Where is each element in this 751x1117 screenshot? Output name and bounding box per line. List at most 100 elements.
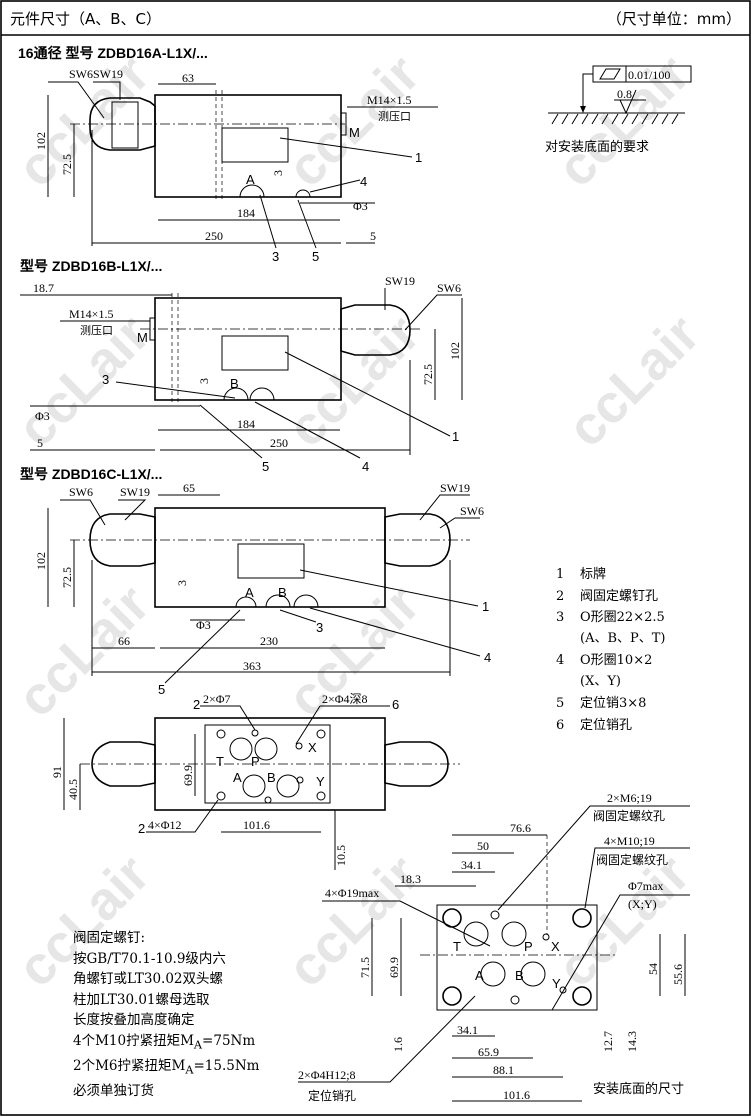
svg-text:4×M10;19: 4×M10;19 [604,834,655,848]
svg-text:3: 3 [175,580,189,586]
svg-text:B: B [267,770,276,785]
svg-text:1: 1 [415,150,422,165]
svg-text:1: 1 [452,429,459,444]
svg-text:Φ7max: Φ7max [628,879,663,893]
svg-text:12.7: 12.7 [601,1031,615,1052]
svg-text:18.3: 18.3 [400,872,421,886]
notes-line: 柱加LT30.01螺母选取 [73,991,210,1008]
notes-line: 4个M10拧紧扭矩MA=75Nm [73,1032,256,1052]
svg-text:M: M [137,330,148,345]
svg-text:M: M [349,125,360,140]
svg-text:5: 5 [37,436,43,450]
svg-text:2×Φ4深8: 2×Φ4深8 [322,692,368,706]
svg-text:标牌: 标牌 [580,566,606,582]
svg-text:5: 5 [312,249,319,264]
svg-text:102: 102 [34,132,48,150]
svg-text:T: T [453,939,461,954]
notes-line: 必须单独订货 [73,1082,154,1099]
section-c-title: 型号 ZDBD16C-L1X/... [20,466,162,482]
svg-text:(A、B、P、T): (A、B、P、T) [580,631,666,646]
svg-text:阀固定螺纹孔: 阀固定螺纹孔 [596,852,668,867]
svg-text:1: 1 [556,567,564,582]
svg-text:对安装底面的要求: 对安装底面的要求 [545,139,649,155]
svg-text:0.01/100: 0.01/100 [628,68,670,82]
svg-text:A: A [245,585,254,600]
svg-text:91: 91 [50,766,64,778]
svg-text:34.1: 34.1 [461,858,482,872]
mounting-surface-drawing: 2×M6;19 阀固定螺纹孔 76.6 4×M10;19 阀固定螺纹孔 50 3… [298,791,690,1103]
svg-text:(X;Y): (X;Y) [628,897,657,911]
svg-text:34.1: 34.1 [457,1023,478,1037]
svg-text:A: A [475,968,484,983]
svg-text:定位销3×8: 定位销3×8 [580,696,646,711]
svg-text:69.9: 69.9 [387,957,401,978]
svg-text:4×Φ12: 4×Φ12 [148,818,182,832]
svg-text:阀固定螺钉孔: 阀固定螺钉孔 [580,589,658,604]
svg-text:5: 5 [370,229,376,243]
svg-text:14.3: 14.3 [625,1031,639,1052]
svg-text:72.5: 72.5 [60,567,74,588]
svg-text:B: B [515,968,524,983]
svg-text:ccLair: ccLair [6,574,161,729]
nameplate [221,335,289,371]
nameplate [237,543,305,579]
svg-text:2×Φ4H12;8: 2×Φ4H12;8 [298,1068,356,1082]
svg-text:69.9: 69.9 [181,765,195,786]
svg-text:T: T [216,754,224,769]
svg-text:M14×1.5: M14×1.5 [69,307,113,321]
svg-text:3: 3 [102,372,109,387]
svg-text:A: A [233,770,242,785]
svg-text:4: 4 [360,174,367,189]
notes-line: 角螺钉或LT30.02双头螺 [73,971,224,987]
svg-text:B: B [278,585,287,600]
svg-text:66: 66 [118,634,130,648]
svg-text:M14×1.5: M14×1.5 [367,93,411,107]
svg-text:2: 2 [138,821,145,836]
svg-text:测压口: 测压口 [378,110,411,123]
bottom-view-drawing: 2 2×Φ7 2×Φ4深8 6 T P X A B Y 91 40.5 69.9… [50,692,460,870]
header-units: （尺寸单位：mm） [607,10,741,28]
svg-text:88.1: 88.1 [493,1063,514,1077]
svg-text:ccLair: ccLair [556,304,711,459]
svg-text:76.6: 76.6 [510,821,531,835]
svg-text:1.6: 1.6 [391,1037,405,1052]
svg-text:4×Φ19max: 4×Φ19max [325,886,379,900]
svg-text:72.5: 72.5 [60,154,74,175]
svg-text:阀固定螺纹孔: 阀固定螺纹孔 [593,808,665,823]
svg-text:ccLair: ccLair [276,844,431,999]
svg-text:0.8: 0.8 [617,87,632,101]
svg-text:安装底面的尺寸: 安装底面的尺寸 [593,1081,684,1097]
svg-text:102: 102 [34,552,48,570]
svg-text:3: 3 [316,620,323,635]
svg-text:X: X [551,939,560,954]
svg-text:363: 363 [243,659,261,673]
svg-text:A: A [246,172,255,187]
svg-text:1: 1 [482,599,489,614]
hex-plug-icon [340,304,411,356]
svg-text:2×M6;19: 2×M6;19 [607,791,652,805]
flatness-requirement: 0.01/100 0.8 对安装底面的要求 [545,65,692,155]
svg-text:Y: Y [552,976,561,991]
svg-text:5: 5 [158,682,165,697]
svg-text:4: 4 [484,650,491,665]
svg-text:72.5: 72.5 [421,364,435,385]
svg-text:SW19: SW19 [93,67,123,81]
svg-text:3: 3 [556,610,564,625]
svg-text:SW6: SW6 [437,281,461,295]
svg-text:230: 230 [260,634,278,648]
svg-text:Φ3: Φ3 [353,199,368,213]
svg-text:4: 4 [556,653,564,668]
svg-text:63: 63 [182,71,194,85]
svg-text:184: 184 [237,417,255,431]
svg-text:定位销孔: 定位销孔 [308,1088,356,1103]
svg-text:71.5: 71.5 [358,957,372,978]
notes-title: 阀固定螺钉: [73,930,146,946]
svg-text:250: 250 [205,229,223,243]
svg-text:101.6: 101.6 [503,1088,530,1102]
svg-text:O形圈10×2: O形圈10×2 [580,653,652,668]
svg-text:55.6: 55.6 [671,964,685,985]
svg-text:102: 102 [448,342,462,360]
